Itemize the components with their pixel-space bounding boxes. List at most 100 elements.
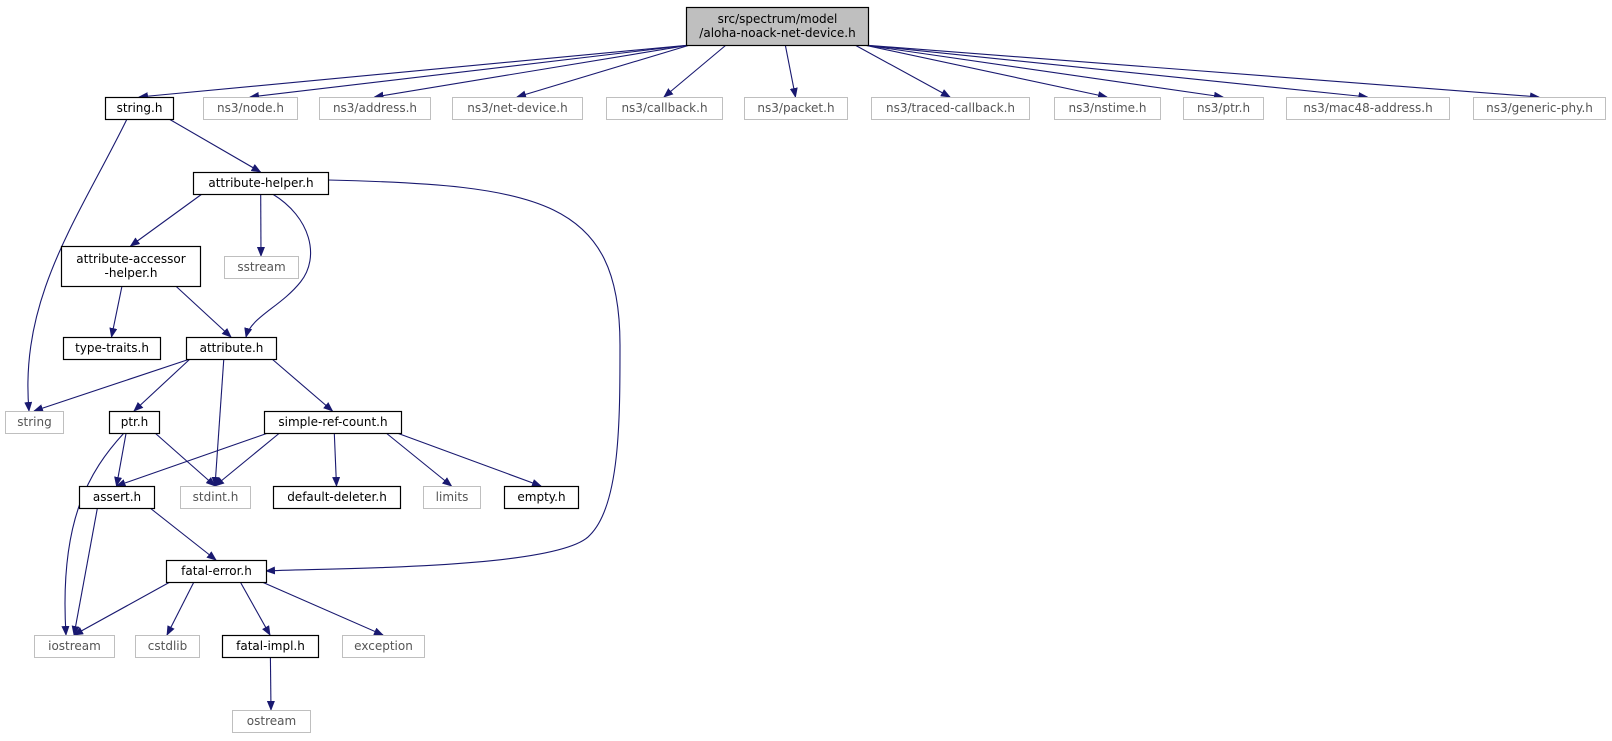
node-box: [203, 97, 298, 120]
node-attraccessor-h[interactable]: attribute-accessor-helper.h: [60, 245, 202, 288]
node-label: iostream: [48, 639, 101, 653]
node-empty-h[interactable]: empty.h: [503, 485, 580, 510]
edge-arrow: [385, 432, 453, 487]
node-sstream: sstream: [224, 256, 299, 279]
node-defaultdeleter-h[interactable]: default-deleter.h: [272, 485, 402, 510]
node-root[interactable]: src/spectrum/model/aloha-noack-net-devic…: [685, 6, 870, 47]
node-node-h: ns3/node.h: [203, 97, 298, 120]
edge-root-to-address_h: [373, 44, 691, 100]
edge-arrow: [663, 44, 727, 98]
node-label: default-deleter.h: [287, 490, 387, 504]
node-box: [165, 559, 268, 584]
edge-simplerefcount_h-to-stdint_h: [214, 432, 280, 487]
node-cstdlib: cstdlib: [135, 635, 200, 658]
edge-arrow: [33, 358, 191, 412]
node-box: [104, 96, 175, 121]
edge-arrow: [115, 432, 269, 487]
node-label: ns3/mac48-address.h: [1303, 101, 1432, 115]
node-label: -helper.h: [105, 266, 158, 280]
node-box: [871, 97, 1030, 120]
node-fatalerror-h[interactable]: fatal-error.h: [165, 559, 268, 584]
edge-root-to-mac48_h: [863, 44, 1369, 101]
node-box: [34, 635, 115, 658]
edge-root-to-netdevice_h: [516, 44, 691, 99]
node-box: [221, 634, 320, 659]
node-packet-h: ns3/packet.h: [744, 97, 848, 120]
edge-arrow: [244, 193, 312, 338]
node-box: [423, 486, 481, 509]
edge-assert_h-to-fatalerror_h: [149, 507, 217, 561]
edge-attribute_h-to-stdint_h: [211, 358, 225, 487]
edge-arrow: [516, 44, 691, 99]
edge-arrow: [249, 44, 691, 100]
node-iostream: iostream: [34, 635, 115, 658]
edge-arrow: [396, 432, 542, 487]
node-box: [319, 97, 431, 120]
node-label: cstdlib: [148, 639, 187, 653]
edge-simplerefcount_h-to-assert_h: [115, 432, 269, 487]
edge-arrow: [61, 432, 125, 636]
edge-ptr_h-to-stdint_h: [154, 432, 216, 487]
edge-arrow: [109, 285, 123, 338]
edge-attrhelper_h-to-attraccessor_h: [129, 193, 203, 247]
node-netdevice-h: ns3/net-device.h: [452, 97, 583, 120]
edge-simplerefcount_h-to-defaultdeleter_h: [332, 432, 341, 487]
node-box: [1054, 97, 1161, 120]
edges-layer: [24, 44, 1540, 711]
node-genericphy-h: ns3/generic-phy.h: [1473, 97, 1606, 120]
edge-root-to-packet_h: [784, 44, 798, 98]
node-label: sstream: [237, 260, 285, 274]
edge-arrow: [271, 358, 334, 412]
edge-arrow: [854, 44, 951, 98]
edge-arrow: [261, 581, 384, 636]
edge-root-to-callback_h: [663, 44, 727, 98]
node-typetraits-h[interactable]: type-traits.h: [62, 336, 162, 361]
edge-arrow: [168, 118, 262, 173]
edge-string_h-to-attrhelper_h: [168, 118, 262, 173]
edge-ptr_h-to-assert_h: [114, 432, 127, 487]
node-label: type-traits.h: [75, 341, 149, 355]
node-label: src/spectrum/model: [718, 12, 838, 26]
edge-attrhelper_h-to-attribute_h: [244, 193, 312, 338]
node-box: [744, 97, 848, 120]
edge-arrow: [863, 44, 1369, 101]
edge-arrow: [114, 432, 127, 487]
node-box: [272, 485, 402, 510]
edge-root-to-genericphy_h: [863, 44, 1540, 101]
edge-simplerefcount_h-to-limits: [385, 432, 453, 487]
edge-arrow: [332, 432, 341, 487]
edge-arrow: [265, 179, 621, 575]
node-fatalimpl-h[interactable]: fatal-impl.h: [221, 634, 320, 659]
node-stdint-h: stdint.h: [180, 486, 251, 509]
edge-fatalerror_h-to-cstdlib: [166, 581, 195, 636]
node-label: ns3/nstime.h: [1069, 101, 1147, 115]
node-attribute-h[interactable]: attribute.h: [185, 336, 278, 361]
node-attrhelper-h[interactable]: attribute-helper.h: [192, 171, 330, 196]
node-label: assert.h: [93, 490, 141, 504]
edge-arrow: [863, 44, 1540, 101]
node-ostream: ostream: [232, 710, 311, 733]
node-label: ns3/packet.h: [757, 101, 834, 115]
node-label: ns3/address.h: [333, 101, 417, 115]
edge-arrow: [133, 358, 191, 412]
edge-ptr_h-to-iostream: [61, 432, 125, 636]
node-box: [232, 710, 311, 733]
node-ptr-h[interactable]: ptr.h: [108, 410, 161, 435]
edge-arrow: [239, 581, 271, 636]
node-exception: exception: [342, 635, 425, 658]
node-simplerefcount-h[interactable]: simple-ref-count.h: [263, 410, 403, 435]
edge-arrow: [373, 44, 691, 100]
node-box: [685, 6, 870, 47]
node-label: string: [17, 415, 51, 429]
node-label: ns3/callback.h: [621, 101, 707, 115]
node-box: [135, 635, 200, 658]
node-string-h[interactable]: string.h: [104, 96, 175, 121]
node-string: string: [5, 411, 64, 434]
edge-root-to-string_h: [138, 44, 691, 101]
node-label: string.h: [117, 101, 163, 115]
node-box: [1286, 97, 1450, 120]
node-assert-h[interactable]: assert.h: [78, 485, 156, 510]
node-label: attribute-helper.h: [208, 176, 313, 190]
node-nstime-h: ns3/nstime.h: [1054, 97, 1161, 120]
